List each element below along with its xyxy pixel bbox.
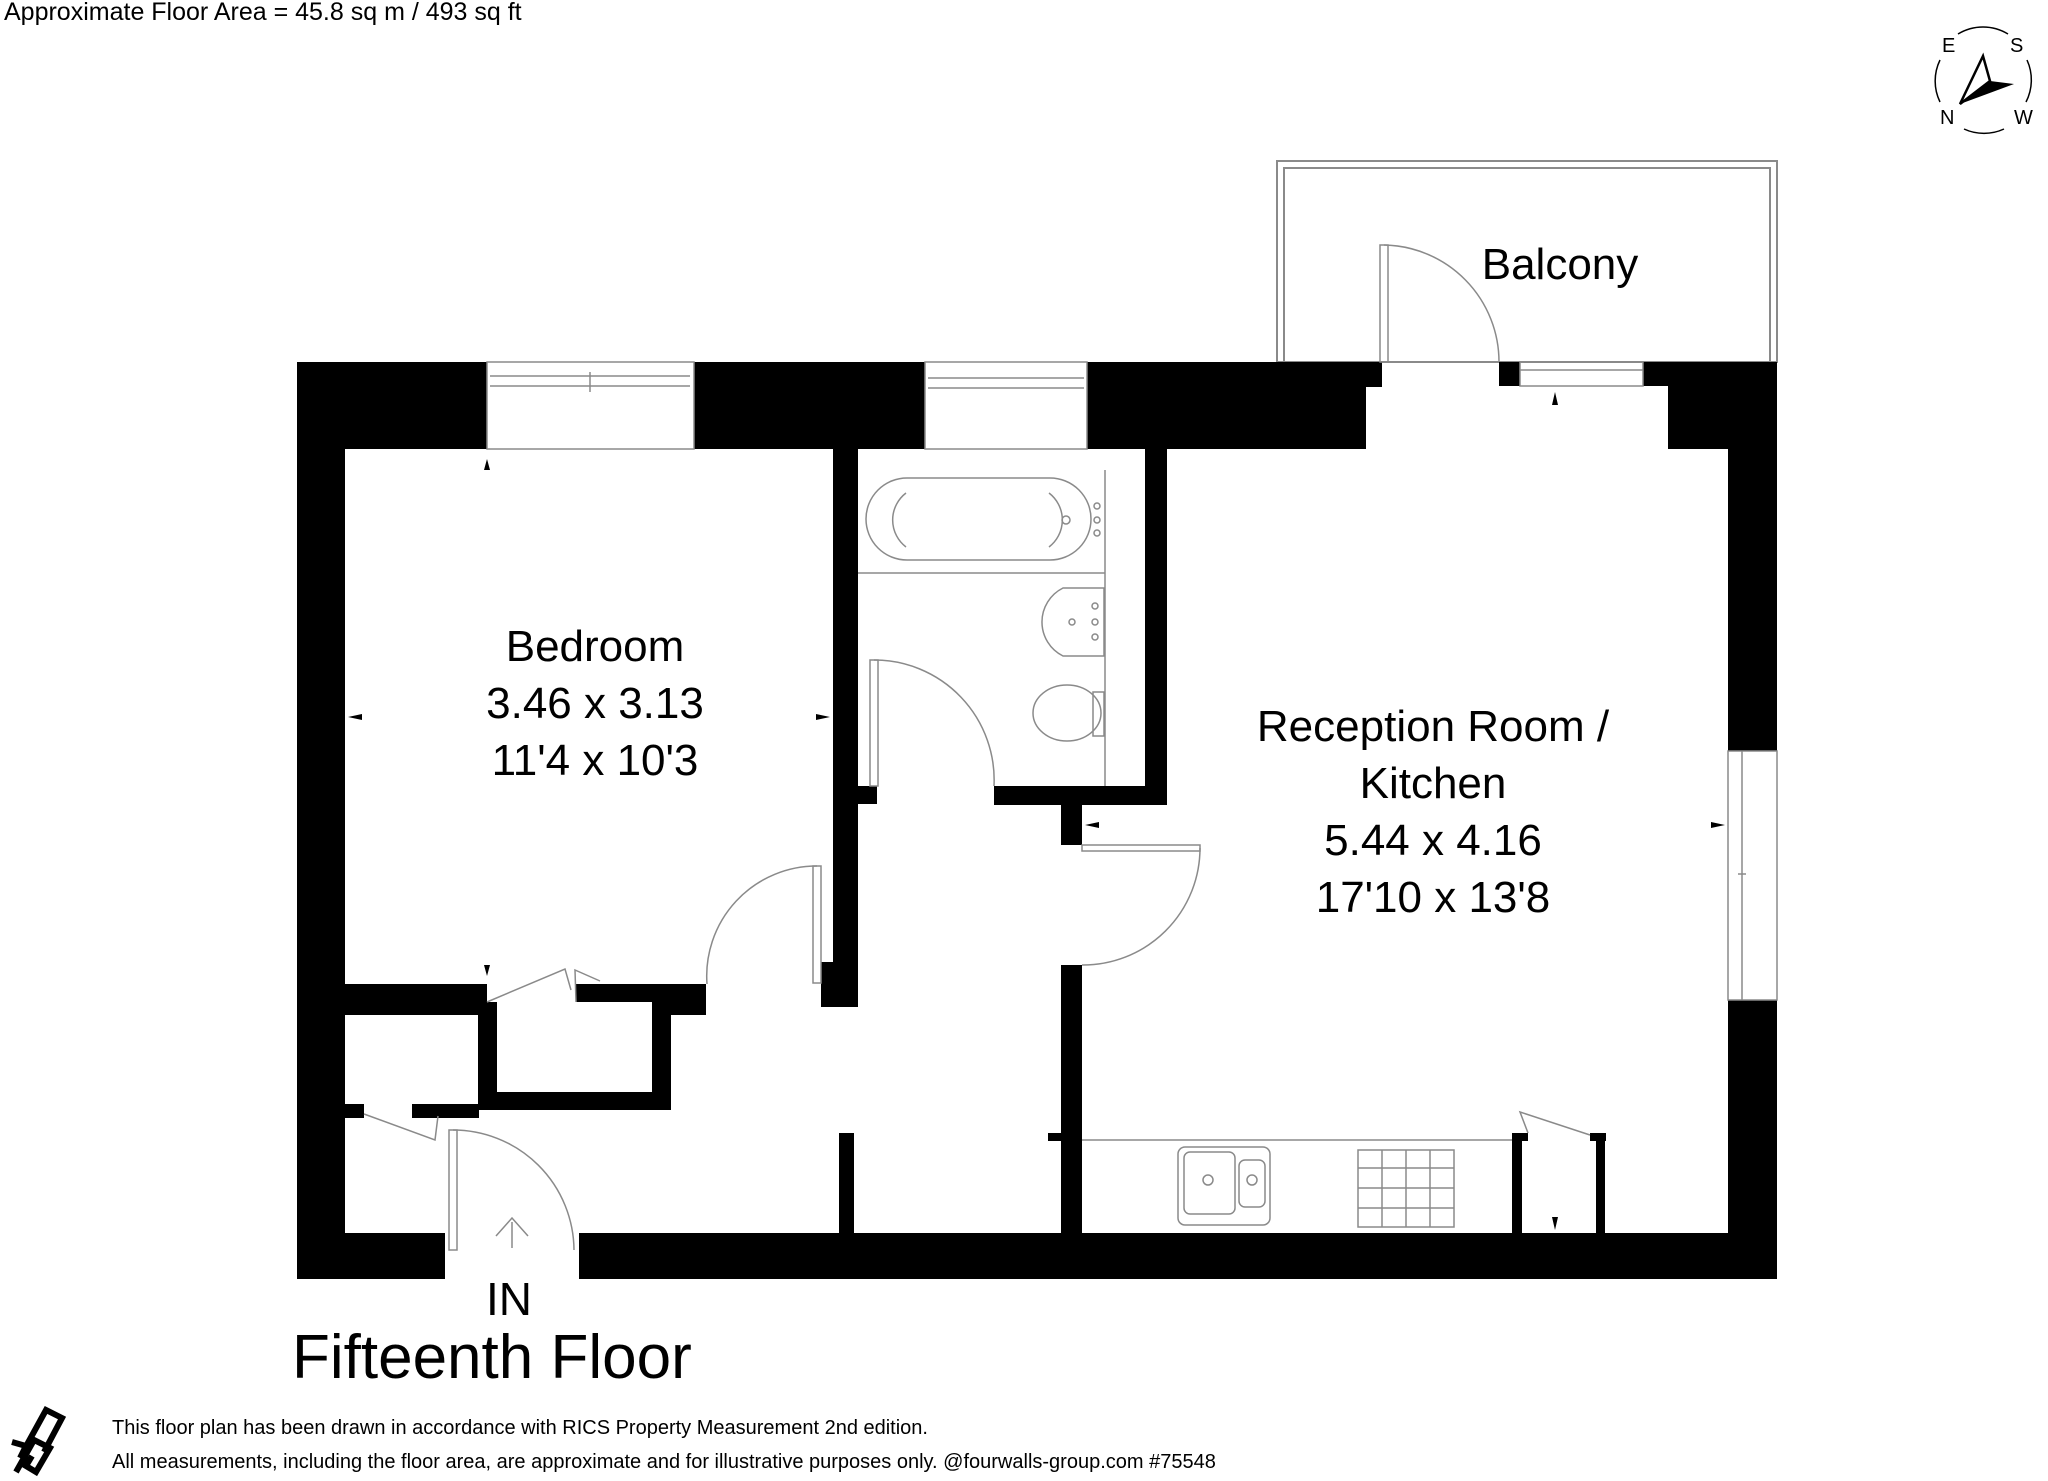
room-reception-kitchen: Reception Room / Kitchen 5.44 x 4.16 17'… [1183, 698, 1683, 926]
floor-title: Fifteenth Floor [292, 1323, 692, 1392]
bathroom-fixtures [858, 470, 1106, 786]
compass-label-e: E [1942, 35, 1955, 57]
compass-icon: E S N W [1934, 26, 2033, 135]
fourwalls-logo-icon [11, 1406, 67, 1477]
room-name-line2: Kitchen [1359, 759, 1507, 808]
room-name-line1: Reception Room / [1256, 702, 1610, 751]
room-name: Balcony [1481, 240, 1639, 289]
room-balcony: Balcony [1440, 236, 1680, 293]
room-name: Bedroom [505, 622, 685, 671]
disclaimer-line2: All measurements, including the floor ar… [112, 1451, 1216, 1473]
dimension-arrows [348, 392, 1725, 1230]
entrance-label: IN [486, 1273, 532, 1325]
room-metric: 5.44 x 4.16 [1324, 816, 1542, 865]
room-metric: 3.46 x 3.13 [486, 679, 704, 728]
doors [363, 244, 1591, 1251]
disclaimer-line1: This floor plan has been drawn in accord… [112, 1417, 928, 1439]
floor-area-heading: Approximate Floor Area = 45.8 sq m / 493… [4, 0, 522, 26]
compass-label-n: N [1940, 107, 1954, 129]
room-bedroom: Bedroom 3.46 x 3.13 11'4 x 10'3 [445, 618, 745, 789]
compass-label-s: S [2010, 35, 2023, 57]
walls [297, 362, 1777, 1279]
windows [486, 361, 1778, 1001]
compass-label-w: W [2014, 107, 2033, 129]
kitchen-fixtures [1082, 1139, 1512, 1228]
room-imperial: 17'10 x 13'8 [1315, 873, 1551, 922]
room-imperial: 11'4 x 10'3 [491, 736, 699, 785]
